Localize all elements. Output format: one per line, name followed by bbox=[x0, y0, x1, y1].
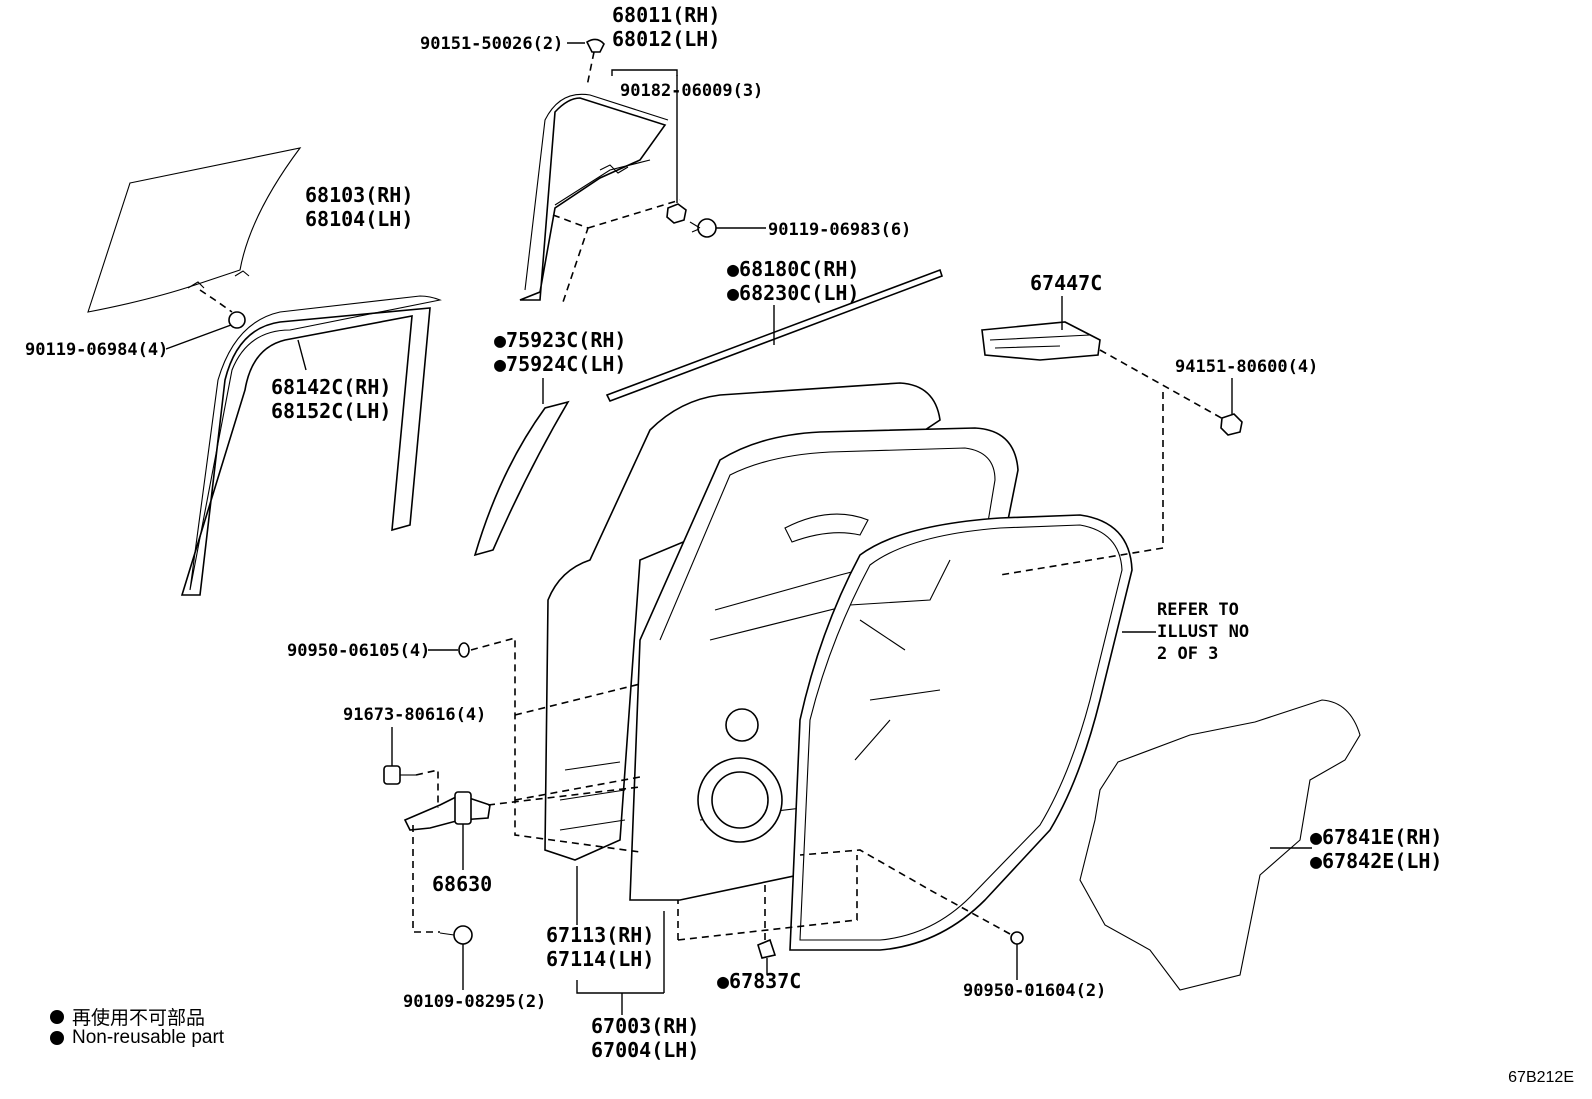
nut-80600-drawing bbox=[1220, 378, 1243, 436]
part-label: 68630 bbox=[432, 872, 492, 896]
bullet-icon bbox=[50, 1031, 64, 1045]
door-check-drawing bbox=[403, 786, 641, 870]
window-regulator-drawing bbox=[849, 559, 951, 761]
plug-06105-drawing bbox=[428, 636, 641, 853]
bolt-6983-drawing bbox=[689, 218, 766, 238]
glass-run-channel-drawing bbox=[180, 295, 442, 596]
legend-english-text: Non-reusable part bbox=[72, 1027, 225, 1048]
part-label: ●67841E(RH)●67842E(LH) bbox=[1310, 825, 1442, 873]
part-label: 68011(RH)68012(LH) bbox=[612, 3, 720, 51]
plug-01604-drawing bbox=[799, 849, 1024, 980]
door-glass-drawing bbox=[87, 147, 302, 313]
clip-drawing bbox=[567, 38, 605, 87]
bolt-08295-drawing bbox=[439, 925, 473, 990]
part-label: 91673-80616(4) bbox=[343, 705, 486, 725]
part-label: ●68180C(RH)●68230C(LH) bbox=[727, 257, 859, 305]
legend-english: Non-reusable part bbox=[50, 1027, 224, 1049]
part-label: 90950-01604(2) bbox=[963, 981, 1106, 1001]
plug-67837c-drawing bbox=[677, 855, 858, 975]
part-label: 94151-80600(4) bbox=[1175, 357, 1318, 377]
glass-bolt-drawing bbox=[165, 289, 246, 350]
part-label: 67447C bbox=[1030, 271, 1102, 295]
part-label: 67113(RH)67114(LH) bbox=[546, 923, 654, 971]
part-label: ●75923C(RH)●75924C(LH) bbox=[494, 328, 626, 376]
bracket-drawing bbox=[981, 296, 1226, 576]
part-label: 68142C(RH)68152C(LH) bbox=[271, 375, 391, 423]
part-label: 90109-08295(2) bbox=[403, 992, 546, 1012]
illustration-code: 67B212E bbox=[1508, 1069, 1574, 1086]
part-label: 90119-06984(4) bbox=[25, 340, 168, 360]
bullet-icon bbox=[50, 1009, 64, 1024]
legend-japanese: 再使用不可部品 bbox=[50, 1003, 205, 1030]
part-label: 68103(RH)68104(LH) bbox=[305, 183, 413, 231]
pillar-tape-drawing bbox=[473, 378, 570, 557]
part-label: 90950-06105(4) bbox=[287, 641, 430, 661]
door-weatherstrip-drawing bbox=[789, 514, 1156, 951]
bolt-80616-drawing bbox=[383, 727, 440, 933]
part-label: 90119-06983(6) bbox=[768, 220, 911, 240]
service-hole-cover-drawing bbox=[1079, 699, 1361, 991]
part-label: 90182-06009(3) bbox=[620, 81, 763, 101]
nut-drawing bbox=[611, 69, 687, 224]
part-label: 67003(RH)67004(LH) bbox=[591, 1014, 699, 1062]
legend-japanese-text: 再使用不可部品 bbox=[72, 1008, 206, 1029]
belt-moulding-drawing bbox=[605, 268, 944, 403]
part-label: ●67837C bbox=[717, 969, 801, 993]
division-bar-drawing bbox=[519, 93, 681, 306]
part-label: 90151-50026(2) bbox=[420, 34, 563, 54]
